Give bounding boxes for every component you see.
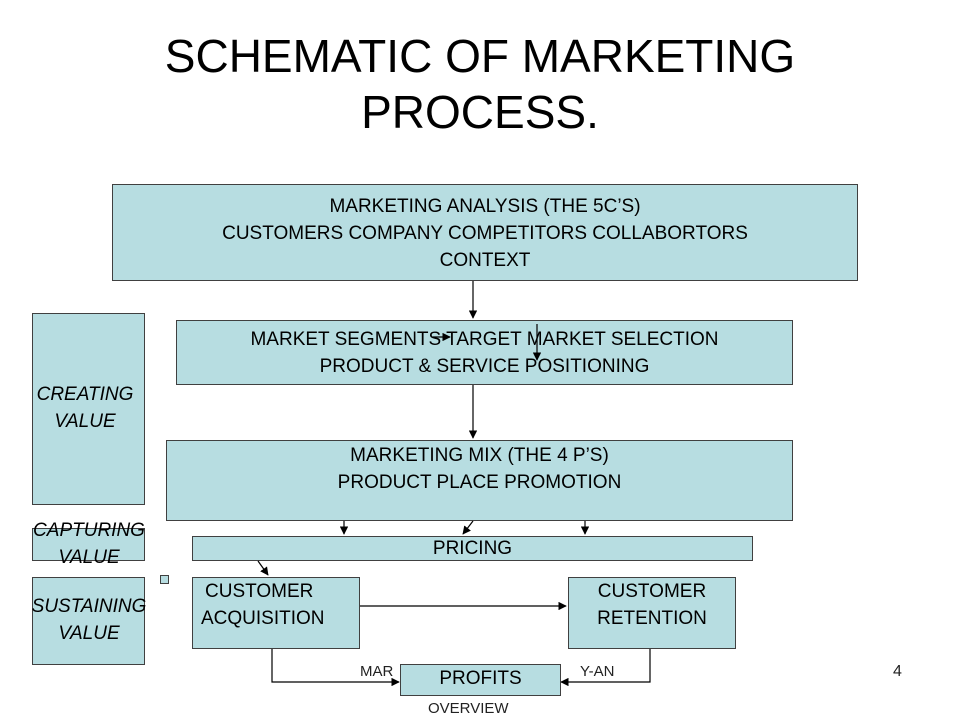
capturing-line-2: VALUE: [58, 547, 120, 568]
analysis-line-3: CONTEXT: [439, 250, 531, 271]
creating-value-label: CREATING VALUE: [10, 381, 160, 435]
capturing-line-1: CAPTURING: [33, 520, 145, 541]
footer-text-right: Y-AN: [580, 663, 615, 680]
segments-line-2: PRODUCT & SERVICE POSITIONING: [319, 356, 650, 377]
marketing-mix-box: MARKETING MIX (THE 4 P’S) PRODUCT PLACE …: [166, 440, 793, 521]
title-line-1: SCHEMATIC OF MARKETING: [164, 30, 796, 82]
footer-text-bottom: OVERVIEW: [428, 700, 509, 717]
sustaining-value-box: [32, 577, 145, 665]
capturing-value-label: CAPTURING VALUE: [14, 517, 164, 571]
title-line-2: PROCESS.: [361, 86, 599, 138]
marketing-analysis-box: MARKETING ANALYSIS (THE 5C’S) CUSTOMERS …: [112, 184, 858, 281]
creating-line-1: CREATING: [36, 384, 134, 405]
analysis-line-2: CUSTOMERS COMPANY COMPETITORS COLLABORTO…: [222, 223, 748, 244]
mix-line-1: MARKETING MIX (THE 4 P’S): [350, 445, 609, 466]
sustaining-line-1: SUSTAINING: [31, 596, 147, 617]
arrow-retention-to-profits: [560, 649, 651, 687]
creating-value-box: [32, 313, 145, 505]
customer-acquisition-box: CUSTOMER ACQUISITION: [192, 577, 360, 649]
pricing-box: PRICING: [192, 536, 753, 561]
mix-line-2: PRODUCT PLACE PROMOTION: [337, 472, 622, 493]
pricing-label: PRICING: [432, 538, 513, 559]
analysis-line-1: MARKETING ANALYSIS (THE 5C’S): [329, 196, 641, 217]
capturing-value-box: [32, 528, 145, 561]
market-segments-box: MARKET SEGMENTS TARGET MARKET SELECTION …: [176, 320, 793, 385]
profits-label: PROFITS: [439, 668, 522, 689]
slide-page-number: 4: [893, 663, 902, 680]
small-square-marker: [160, 575, 169, 584]
sustaining-value-label: SUSTAINING VALUE: [14, 593, 164, 647]
arrow-pricing-to-acquisition: [257, 560, 269, 576]
arrow-mix-to-pricing-middle: [462, 520, 474, 535]
segments-line-1: MARKET SEGMENTS TARGET MARKET SELECTION: [250, 329, 719, 350]
sustaining-line-2: VALUE: [58, 623, 120, 644]
retention-line-1: CUSTOMER: [597, 581, 707, 602]
customer-retention-box: CUSTOMER RETENTION: [568, 577, 736, 649]
arrow-acquisition-to-profits: [271, 649, 400, 687]
acquisition-line-2: ACQUISITION: [201, 608, 325, 629]
retention-line-2: RETENTION: [597, 608, 707, 629]
slide-title: SCHEMATIC OF MARKETING PROCESS.: [0, 28, 960, 140]
footer-text-left: MAR: [360, 663, 394, 680]
acquisition-line-1: CUSTOMER: [205, 581, 314, 602]
profits-box: PROFITS: [400, 664, 561, 696]
creating-line-2: VALUE: [54, 411, 116, 432]
